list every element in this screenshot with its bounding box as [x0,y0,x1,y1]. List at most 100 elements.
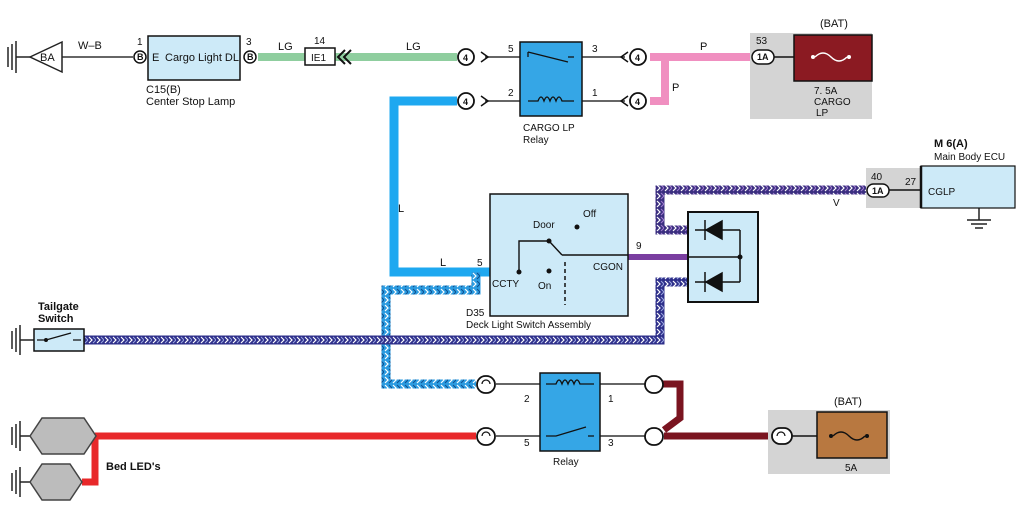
fuse-cargo-bat: (BAT) [820,18,848,30]
cargo-relay-box [519,41,583,117]
connector-4-b-num: 4 [463,97,468,107]
relay2-box [539,372,601,452]
connector-4-c: 4 [619,48,647,66]
relay2-conn-a [476,375,496,394]
ecu-conn: 1A [866,183,890,198]
ground-icon-tailgate [11,325,34,355]
cargo-light-pin-1: 1 [137,37,143,48]
ground-icon-ba [7,40,63,74]
cargo-relay-pin-1: 1 [592,88,598,99]
deck-switch-code: D35 [466,308,485,319]
cargo-light-label: Cargo Light DL [165,52,239,64]
cargo-light-conn-left-letter: B [137,52,144,62]
wire-v-label: V [833,198,840,209]
relay2-pin-1: 1 [608,394,614,405]
deck-switch-lever-icon [518,240,628,272]
relay2-name: Relay [553,457,579,468]
fuse-cargo-conn: 1A [751,49,775,65]
relay2-pin-3: 3 [608,438,614,449]
connector-4-c-num: 4 [635,53,640,63]
relay2-pin-2: 2 [524,394,530,405]
fuse-cargo-rating: 7. 5A [814,86,838,97]
diode-icon-top [695,219,740,241]
relay2-conn-d [644,427,664,446]
deck-switch-ccty-dot [516,269,522,275]
cargo-light-box [147,35,241,81]
ie1-box [304,47,336,66]
cargo-light-conn-right: B [243,50,257,64]
fuse-5a-dot-r [865,434,869,438]
cargo-light-pin-e: E [152,52,159,64]
fuse-cargo-name2: LP [816,108,829,119]
deck-switch-off: Off [583,209,596,220]
tailgate-switch-box [33,328,85,352]
deck-switch-door: Door [533,220,555,231]
cargo-relay-pin-3: 3 [592,44,598,55]
cargo-relay-name: CARGO LP [523,123,575,134]
deck-switch-on-dot [546,268,552,274]
cargo-light-pin-3: 3 [246,37,252,48]
wire-lg-label-2: LG [406,41,421,53]
deck-switch-name: Deck Light Switch Assembly [466,320,591,331]
ecu-pin-40: 40 [871,172,883,183]
tailgate-label-1: Tailgate [38,301,79,313]
ecu-pin-27: 27 [905,177,917,188]
bed-led-icon-1 [29,417,97,455]
fuse-cargo-dot-r [847,55,851,59]
connector-4-a: 4 [457,48,490,66]
deck-switch-pin-9: 9 [636,241,642,252]
connector-4-a-num: 4 [463,53,468,63]
tailgate-switch-dot [44,338,48,342]
bed-leds-label: Bed LED's [106,461,161,473]
wire-lg-label-1: LG [278,41,293,53]
ecu-terminal: CGLP [928,187,956,198]
fuse-cargo-dot-l [811,55,815,59]
cargo-light-name: Center Stop Lamp [146,96,235,108]
cargo-light-conn-right-letter: B [247,52,254,62]
wire-wb-label: W–B [78,40,102,52]
ground-ba-label: BA [40,52,55,64]
wire-l [389,96,490,277]
fuse-cargo-conn-label: 1A [757,52,769,62]
cargo-relay-coil-icon [528,96,574,103]
relay2-conn-b [476,427,496,446]
relay2-switch-icon [546,426,594,437]
wire-ccty-relay [381,272,481,389]
cargo-relay-sub: Relay [523,135,549,146]
deck-switch-ccty: CCTY [492,279,520,290]
tailgate-label-2: Switch [38,313,74,325]
fuse-cargo-name1: CARGO [814,97,851,108]
connector-4-d-num: 4 [635,97,640,107]
wire-v [655,185,868,235]
bed-led-icon-2 [29,463,83,501]
deck-switch-cgon: CGON [593,262,623,273]
relay2-coil-icon [546,379,594,386]
ecu-code: M 6(A) [934,138,968,150]
ie1-arrow-icon [336,49,352,65]
ground-icon-ecu [967,208,991,229]
wire-p [650,53,755,105]
ecu-name: Main Body ECU [934,152,1005,163]
cargo-relay-pin-2: 2 [508,88,514,99]
cargo-light-conn-left: B [133,50,147,64]
cargo-relay-switch-icon [527,51,574,63]
relay2-pin-5: 5 [524,438,530,449]
wire-l-label-1: L [398,203,404,215]
fuse-5a-box [816,411,888,459]
wire-tailgate [84,277,688,345]
deck-switch-off-dot [574,224,580,230]
connector-4-d: 4 [619,92,647,110]
fuse-5a-icon [832,431,866,441]
cargo-light-code: C15(B) [146,84,181,96]
ecu-conn-label: 1A [872,186,884,196]
deck-switch-on: On [538,281,551,292]
wire-l-label-2: L [440,257,446,269]
wire-maroon [661,380,775,440]
relay2-conn-c [644,375,664,394]
diode-junction-dot [737,254,743,260]
wire-p-label-1: P [700,41,707,53]
fuse-cargo-icon [814,52,848,62]
fuse-5a-dot-l [829,434,833,438]
cargo-relay-pin-5: 5 [508,44,514,55]
